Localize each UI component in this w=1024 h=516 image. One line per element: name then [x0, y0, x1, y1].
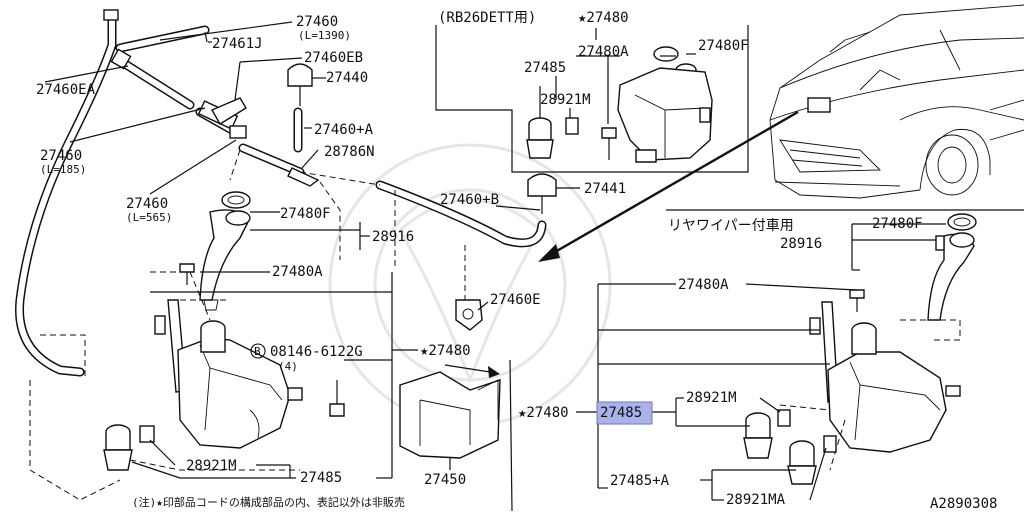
label-27460-low-length: (L=565) [126, 211, 172, 224]
main-reservoir-tank [103, 191, 345, 471]
label-08146-6122G[interactable]: 08146-6122G [270, 344, 363, 360]
drawing-number: A2890308 [930, 496, 997, 511]
label-27441[interactable]: 27441 [584, 181, 626, 197]
label-rr-27480A[interactable]: 27480A [678, 277, 729, 293]
label-star27480-main[interactable]: ★27480 [420, 343, 471, 359]
label-27480A-main[interactable]: 27480A [272, 264, 323, 280]
footnote: (注)★印部品コードの構成部品の内、表記以外は非販売 [132, 495, 405, 509]
label-rr-28921MA[interactable]: 28921MA [726, 492, 786, 508]
label-27460EB[interactable]: 27460EB [304, 50, 363, 66]
label-27480F-main[interactable]: 27480F [280, 206, 331, 222]
label-rr-28921M[interactable]: 28921M [686, 390, 737, 406]
label-rb-27485[interactable]: 27485 [524, 60, 566, 76]
label-27461J[interactable]: 27461J [212, 36, 263, 52]
hose-routing [15, 9, 557, 501]
label-27460-mid[interactable]: 27460 [40, 148, 82, 164]
label-27450[interactable]: 27450 [424, 472, 466, 488]
label-27460-mid-length: (L=185) [40, 163, 86, 176]
label-27460A[interactable]: 27460+A [314, 122, 374, 138]
label-rb26dett-header: (RB26DETT用) [438, 10, 536, 26]
label-28916-main[interactable]: 28916 [372, 229, 414, 245]
labels: 27460 (L=1390) 27461J 27460EB 27440 2746… [36, 10, 997, 512]
bracket-27450 [399, 364, 501, 470]
watermark-emblem [328, 143, 612, 427]
car-front-illustration [769, 4, 1024, 199]
leader-lines-main [131, 211, 418, 479]
label-rr-28916[interactable]: 28916 [780, 236, 822, 252]
label-27460-top-length: (L=1390) [298, 29, 351, 42]
label-rb-28921M[interactable]: 28921M [540, 92, 591, 108]
label-rb-star27480[interactable]: ★27480 [578, 10, 629, 26]
label-rr-27485A[interactable]: 27485+A [610, 473, 670, 489]
label-rb-27480F[interactable]: 27480F [698, 38, 749, 54]
label-rr-27485-highlighted[interactable]: 27485 [600, 405, 642, 421]
label-bolt-qty: (4) [278, 360, 298, 373]
bolt-circle-letter: B [254, 345, 261, 358]
label-27460-low[interactable]: 27460 [126, 196, 168, 212]
label-rb-27480A[interactable]: 27480A [578, 44, 629, 60]
label-27485-main[interactable]: 27485 [300, 470, 342, 486]
label-27460-top[interactable]: 27460 [296, 14, 338, 30]
label-27460EA[interactable]: 27460EA [36, 82, 96, 98]
label-rear-wiper-header: リヤワイパー付車用 [668, 217, 794, 234]
rb26dett-box [435, 25, 749, 173]
bolt-label-group[interactable]: B 08146-6122G (4) [250, 343, 363, 373]
leader-lines-hoses [44, 21, 580, 311]
highlight-box [596, 401, 653, 425]
label-27460E[interactable]: 27460E [490, 292, 541, 308]
label-rr-27480F[interactable]: 27480F [872, 216, 923, 232]
label-rr-star27480[interactable]: ★27480 [518, 405, 569, 421]
label-28921M-main[interactable]: 28921M [186, 458, 237, 474]
pointer-arrow [538, 110, 799, 262]
rear-wiper-section [509, 209, 1024, 512]
label-27440[interactable]: 27440 [326, 70, 368, 86]
label-28786N[interactable]: 28786N [324, 144, 375, 160]
label-27460B[interactable]: 27460+B [440, 192, 499, 208]
